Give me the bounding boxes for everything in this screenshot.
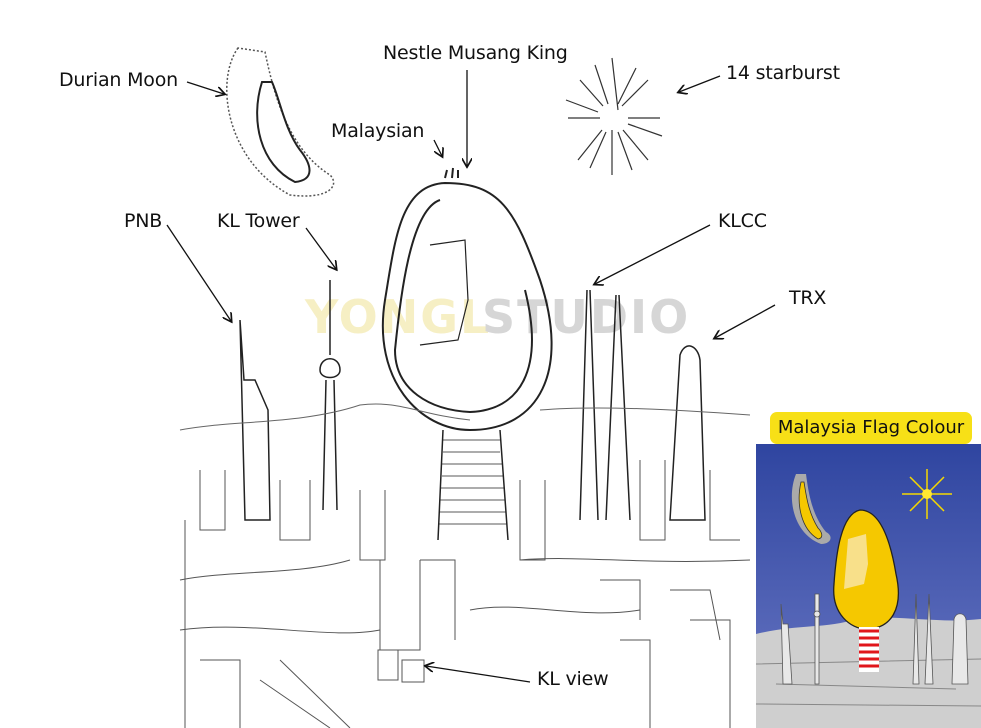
kl-tower-sketch (319, 280, 341, 511)
label-pnb: PNB (124, 210, 163, 232)
label-trx: TRX (789, 287, 827, 309)
durian-moon-icon (226, 47, 335, 197)
label-nestle-musang-king: Nestle Musang King (383, 42, 568, 64)
flag-colour-inset (756, 444, 981, 728)
label-starburst: 14 starburst (726, 62, 840, 84)
trx-tower-sketch (669, 345, 706, 521)
inset-title-badge: Malaysia Flag Colour (770, 412, 972, 444)
label-kl-tower: KL Tower (217, 210, 300, 232)
label-durian-moon: Durian Moon (59, 69, 178, 91)
starburst-icon (565, 57, 663, 175)
durian-tower-sketch (381, 167, 553, 541)
city-sketch (179, 460, 751, 728)
label-malaysian: Malaysian (331, 120, 425, 142)
pnb-tower-sketch (239, 319, 271, 521)
label-kl-view: KL view (537, 668, 609, 690)
klcc-tower-sketch (579, 289, 631, 521)
flag-colour-illustration (756, 444, 981, 728)
annotation-arrows (166, 70, 776, 683)
label-klcc: KLCC (718, 210, 767, 232)
